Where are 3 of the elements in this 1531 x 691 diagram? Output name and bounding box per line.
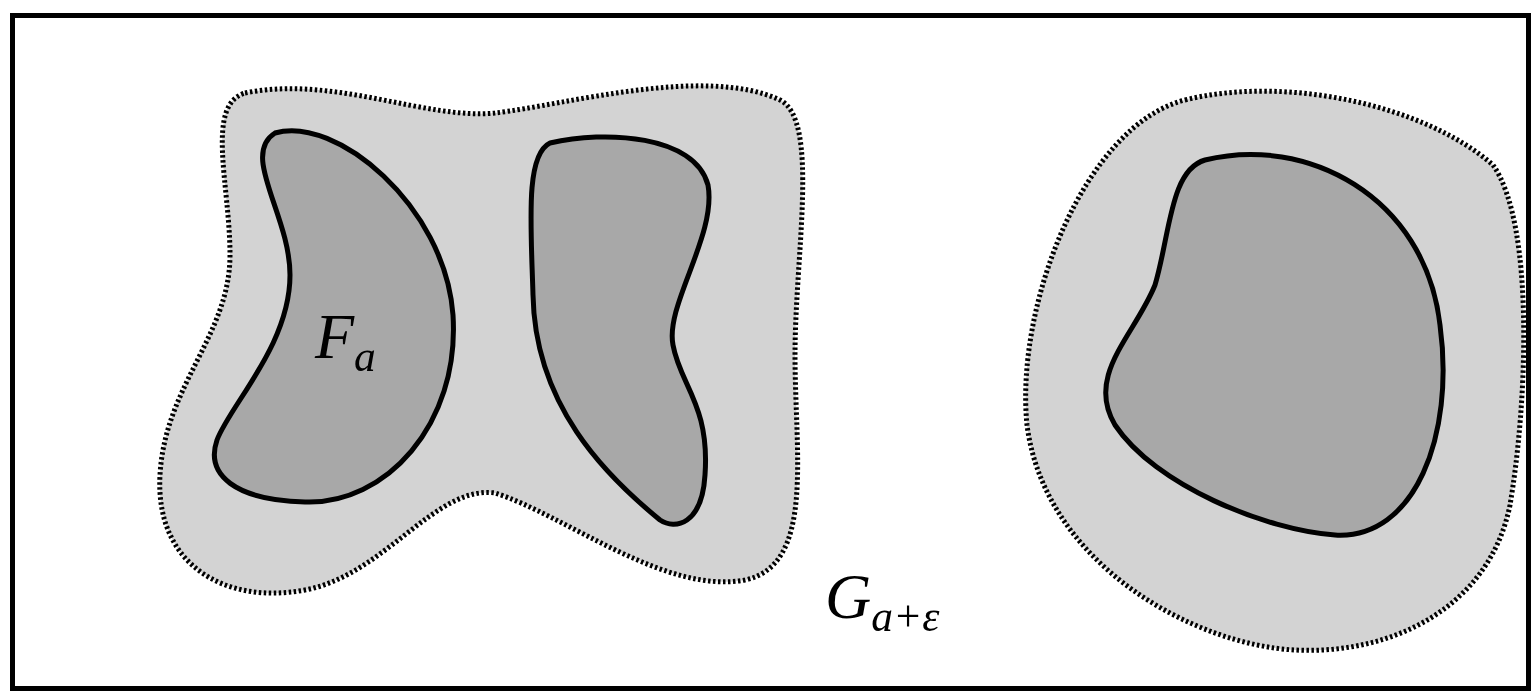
math-label: G$_{a+ε}$ xyxy=(825,565,940,639)
frame xyxy=(10,13,1531,691)
math-label: F$_{a}$ xyxy=(315,305,376,379)
